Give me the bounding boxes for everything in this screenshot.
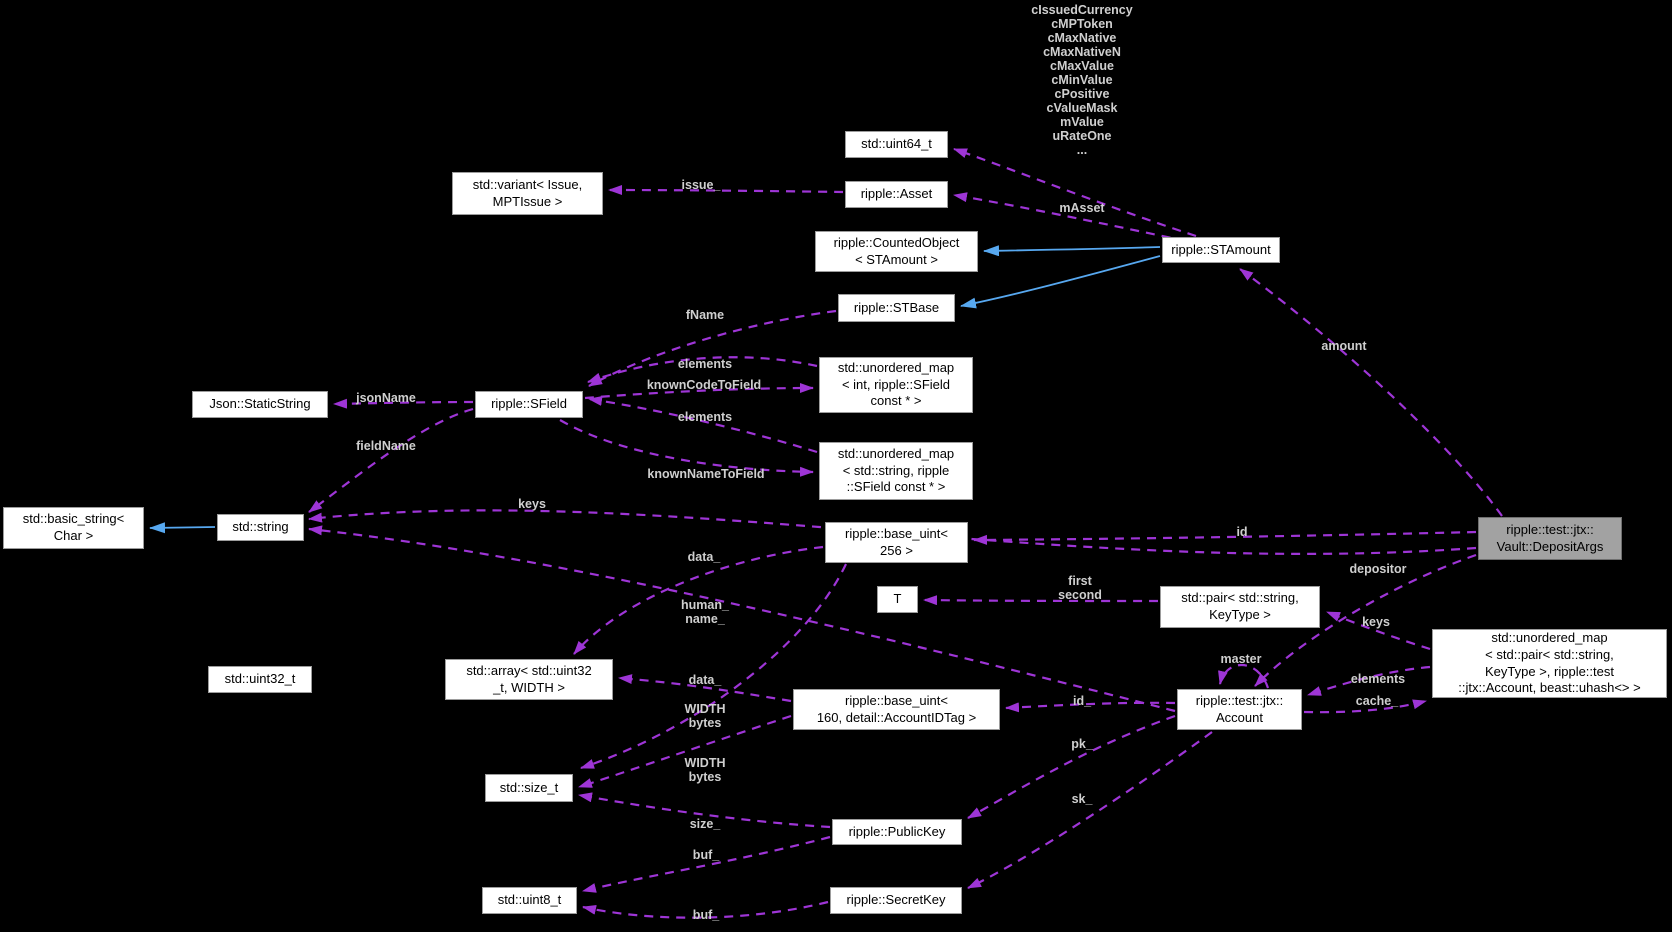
edge-data-256 (573, 545, 824, 655)
edge-label-human-name: human_ name_ (681, 597, 729, 626)
edge-size (578, 792, 831, 829)
edge-label-width-bytes-256: WIDTH bytes (684, 701, 726, 730)
node-ripple-sfield[interactable]: ripple::SField (475, 391, 583, 418)
edge-label-knowncodetofield: knownCodeToField (646, 377, 762, 392)
edge-label-issue: issue_ (681, 177, 721, 192)
edge-label-keys-string: keys (518, 496, 546, 511)
edge-label-fname: fName (685, 307, 725, 322)
edge-label-id: id (1236, 524, 1248, 539)
edge-label-buf-secretkey: buf_ (692, 907, 720, 922)
edge-label-width-bytes-160: WIDTH bytes (684, 755, 726, 784)
edge-fname (588, 309, 837, 387)
edge-inherit-basicstring (149, 522, 216, 534)
node-std-variant-issue-mptissue[interactable]: std::variant< Issue, MPTIssue > (452, 172, 603, 215)
node-ripple-base-uint-256[interactable]: ripple::base_uint< 256 > (825, 522, 968, 563)
edge-label-id-field: id_ (1072, 693, 1092, 708)
edge-sk (967, 731, 1213, 889)
edge-label-sk: sk_ (1071, 791, 1093, 806)
node-ripple-base-uint-160-accountidtag[interactable]: ripple::base_uint< 160, detail::AccountI… (793, 689, 1000, 730)
edge-label-elements-name: elements (677, 409, 733, 424)
edge-amount (1239, 268, 1503, 517)
node-std-unordered-map-int-sfield[interactable]: std::unordered_map < int, ripple::SField… (819, 357, 973, 413)
node-json-staticstring[interactable]: Json::StaticString (192, 391, 328, 418)
edge-width-bytes-160 (578, 714, 792, 789)
edge-issue (608, 185, 844, 196)
edge-label-elements-map: elements (1350, 671, 1406, 686)
node-std-basic-string-char[interactable]: std::basic_string< Char > (3, 507, 144, 549)
edge-buf-publickey (582, 835, 831, 893)
node-std-uint32-t[interactable]: std::uint32_t (208, 666, 312, 693)
edge-inherit-stbase (960, 255, 1161, 309)
edge-label-data-160: data_ (688, 672, 722, 687)
edge-label-pk: pk_ (1071, 736, 1093, 751)
edge-human-name (308, 525, 1176, 713)
edge-fieldname (308, 407, 474, 513)
edge-data-160 (618, 674, 792, 703)
edge-elements-code (587, 356, 818, 384)
node-ripple-publickey[interactable]: ripple::PublicKey (832, 819, 962, 845)
node-ripple-countedobject-stamount[interactable]: ripple::CountedObject < STAmount > (815, 231, 978, 272)
edge-width-bytes-256 (580, 563, 847, 770)
edge-mvalue-members (953, 147, 1197, 238)
edge-knownnametofield (559, 419, 814, 477)
edge-masset (953, 192, 1187, 243)
edge-label-keys-pair: keys (1362, 614, 1390, 629)
edge-master-loop (1218, 663, 1270, 689)
node-std-size-t[interactable]: std::size_t (485, 774, 573, 802)
edge-label-elements-code: elements (677, 356, 733, 371)
node-std-uint8-t[interactable]: std::uint8_t (482, 887, 577, 914)
edge-label-stamount-members: cIssuedCurrency cMPToken cMaxNative cMax… (1031, 3, 1133, 157)
node-ripple-asset[interactable]: ripple::Asset (845, 181, 948, 208)
edge-label-masset: mAsset (1059, 200, 1105, 215)
node-t[interactable]: T (877, 586, 918, 613)
edge-id (973, 530, 1477, 545)
node-std-array-uint32-width[interactable]: std::array< std::uint32 _t, WIDTH > (445, 659, 613, 700)
edge-jsonname (333, 398, 474, 409)
node-std-unordered-map-pair-account-uhash[interactable]: std::unordered_map < std::pair< std::str… (1432, 629, 1667, 698)
edge-buf-secretkey (582, 900, 829, 919)
edge-elements-map (1307, 665, 1431, 697)
node-std-unordered-map-string-sfield[interactable]: std::unordered_map < std::string, ripple… (819, 442, 973, 500)
node-std-pair-string-keytype[interactable]: std::pair< std::string, KeyType > (1160, 586, 1320, 628)
edge-depositor (1254, 553, 1477, 687)
edge-first-second (923, 595, 1159, 606)
edge-label-first-second: first second (1058, 573, 1102, 602)
edge-label-knownnametofield: knownNameToField (647, 466, 765, 481)
node-ripple-test-jtx-vault-depositargs[interactable]: ripple::test::jtx:: Vault::DepositArgs (1478, 517, 1622, 560)
edge-label-cache: cache_ (1355, 693, 1399, 708)
edge-label-amount: amount (1321, 338, 1367, 353)
edge-label-jsonname: jsonName (356, 390, 416, 405)
edge-keys-pair (1326, 610, 1431, 651)
edge-id-field (1005, 701, 1176, 713)
node-ripple-stamount[interactable]: ripple::STAmount (1162, 237, 1280, 263)
node-ripple-test-jtx-account[interactable]: ripple::test::jtx:: Account (1177, 689, 1302, 730)
edge-knowncodetofield (584, 383, 814, 400)
node-std-uint64-t[interactable]: std::uint64_t (845, 131, 948, 158)
edge-inherit-countedobject (983, 245, 1161, 257)
node-std-string[interactable]: std::string (217, 514, 304, 541)
edge-label-fieldname: fieldName (356, 438, 416, 453)
node-ripple-stbase[interactable]: ripple::STBase (838, 294, 955, 322)
edge-elements-name (588, 396, 818, 454)
edge-label-buf-publickey: buf_ (692, 847, 720, 862)
edge-label-depositor: depositor (1349, 561, 1407, 576)
edge-cache (1303, 699, 1427, 714)
edge-pk (967, 714, 1176, 819)
node-ripple-secretkey[interactable]: ripple::SecretKey (830, 887, 962, 914)
edge-label-master: master (1220, 651, 1262, 666)
edge-label-data-256: data_ (687, 549, 721, 564)
edge-label-size: size_ (689, 816, 721, 831)
